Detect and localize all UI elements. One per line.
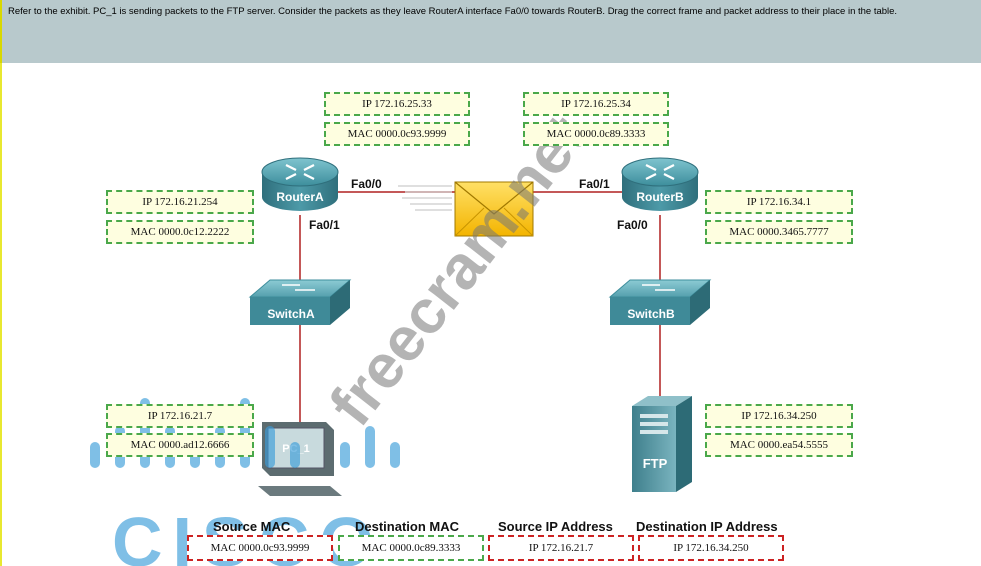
routerb-icon: RouterB xyxy=(621,157,699,211)
ftp-ip-tag[interactable]: IP 172.16.34.250 xyxy=(705,404,853,428)
slot-destination-ip[interactable]: IP 172.16.34.250 xyxy=(638,535,784,561)
routera-fa01-ip-tag[interactable]: IP 172.16.21.254 xyxy=(106,190,254,214)
routerb-fa01-ip-tag[interactable]: IP 172.16.25.34 xyxy=(523,92,669,116)
slot-destination-mac[interactable]: MAC 0000.0c89.3333 xyxy=(338,535,484,561)
slot-source-ip[interactable]: IP 172.16.21.7 xyxy=(488,535,634,561)
switcha-icon: SwitchA xyxy=(248,279,352,325)
ftp-label: FTP xyxy=(643,456,668,471)
routerb-fa01-mac-tag[interactable]: MAC 0000.0c89.3333 xyxy=(523,122,669,146)
routera-fa00-mac-tag[interactable]: MAC 0000.0c93.9999 xyxy=(324,122,470,146)
instructions-text: Refer to the exhibit. PC_1 is sending pa… xyxy=(0,0,981,63)
pc1-ip-tag[interactable]: IP 172.16.21.7 xyxy=(106,404,254,428)
pc1-mac-tag[interactable]: MAC 0000.ad12.6666 xyxy=(106,433,254,457)
switchb-label: SwitchB xyxy=(627,307,675,321)
switcha-label: SwitchA xyxy=(267,307,315,321)
ftp-mac-tag[interactable]: MAC 0000.ea54.5555 xyxy=(705,433,853,457)
header-source-mac: Source MAC xyxy=(213,519,291,534)
routera-icon: RouterA xyxy=(261,157,339,211)
watermark-text: freecram.net xyxy=(317,103,601,439)
header-source-ip: Source IP Address xyxy=(498,519,613,534)
switchb-icon: SwitchB xyxy=(608,279,712,325)
routerb-fa00-mac-tag[interactable]: MAC 0000.3465.7777 xyxy=(705,220,853,244)
packet-envelope-icon xyxy=(454,181,534,237)
routerb-fa00-label: Fa0/0 xyxy=(617,218,648,232)
ftp-server-icon: FTP xyxy=(632,396,692,492)
slot-source-mac[interactable]: MAC 0000.0c93.9999 xyxy=(187,535,333,561)
header-destination-mac: Destination MAC xyxy=(355,519,459,534)
motion-lines xyxy=(398,185,452,211)
routerb-fa00-ip-tag[interactable]: IP 172.16.34.1 xyxy=(705,190,853,214)
routera-fa00-ip-tag[interactable]: IP 172.16.25.33 xyxy=(324,92,470,116)
routera-fa00-label: Fa0/0 xyxy=(351,177,382,191)
routerb-fa01-label: Fa0/1 xyxy=(579,177,610,191)
routera-fa01-label: Fa0/1 xyxy=(309,218,340,232)
header-destination-ip: Destination IP Address xyxy=(636,519,778,534)
routera-fa01-mac-tag[interactable]: MAC 0000.0c12.2222 xyxy=(106,220,254,244)
canvas-edge xyxy=(0,63,2,566)
routera-label: RouterA xyxy=(276,190,324,204)
routerb-label: RouterB xyxy=(636,190,684,204)
